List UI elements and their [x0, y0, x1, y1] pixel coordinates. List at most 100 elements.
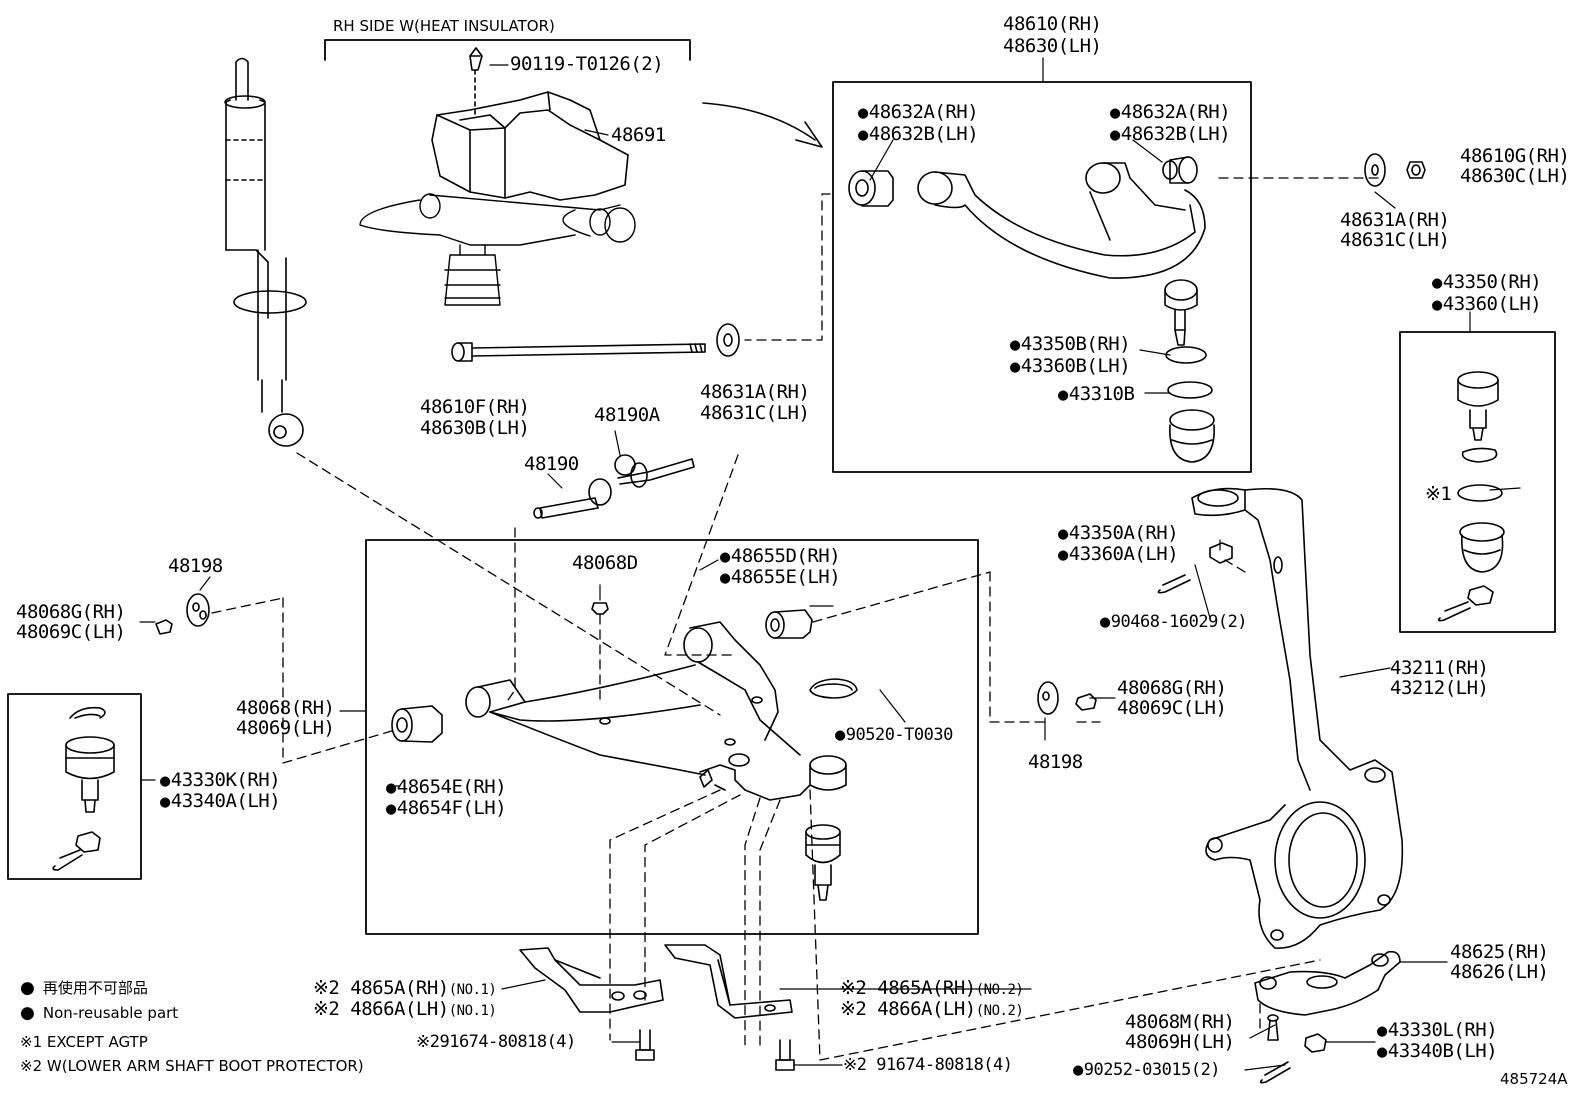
label-90520[interactable]: ●90520-T0030 [835, 725, 953, 745]
label-43330K[interactable]: ●43330K(RH) [160, 770, 281, 791]
label-4865A-no1-suffix: (NO.1) [448, 982, 497, 998]
label-48631C-mid[interactable]: 48631C(LH) [700, 402, 810, 424]
label-48655D[interactable]: ●48655D(RH) [720, 546, 841, 567]
steering-knuckle [1157, 487, 1404, 949]
label-48632B-left-text: 48632B(LH) [868, 123, 979, 145]
label-43350A[interactable]: ●43350A(RH) [1058, 523, 1179, 544]
label-48069[interactable]: 48069(LH) [236, 717, 335, 739]
label-48068G-right[interactable]: 48068G(RH) [1117, 677, 1227, 699]
arrow [702, 102, 823, 148]
label-43330L-text: 43330L(RH) [1387, 1019, 1498, 1041]
header-title: RH SIDE W(HEAT INSULATOR) [333, 17, 555, 35]
label-48198-left[interactable]: 48198 [168, 555, 223, 577]
dashed-connectors [211, 177, 1379, 1061]
label-48068M[interactable]: 48068M(RH) [1125, 1011, 1235, 1033]
label-48198-right[interactable]: 48198 [1028, 751, 1083, 773]
label-43360A-text: 43360A(LH) [1068, 543, 1179, 565]
label-48630B[interactable]: 48630B(LH) [420, 417, 530, 439]
label-48632A-right[interactable]: ●48632A(RH) [1110, 102, 1231, 123]
label-43330L[interactable]: ●43330L(RH) [1377, 1019, 1498, 1041]
label-43350[interactable]: ●43350(RH) [1432, 271, 1542, 293]
label-48632B-right[interactable]: ●48632B(LH) [1110, 124, 1231, 145]
label-48068G-left[interactable]: 48068G(RH) [16, 601, 126, 623]
legend-note2: ※2 W(LOWER ARM SHAFT BOOT PROTECTOR) [20, 1057, 364, 1075]
non-reusable-marker: ● [1073, 1060, 1083, 1080]
label-48631C-right[interactable]: 48631C(LH) [1340, 229, 1450, 251]
non-reusable-marker: ● [1110, 103, 1120, 123]
label-48632A-left[interactable]: ●48632A(RH) [858, 101, 979, 123]
label-48190A[interactable]: 48190A [594, 404, 660, 426]
label-90252[interactable]: ●90252-03015(2) [1073, 1060, 1221, 1080]
label-48068D[interactable]: 48068D [572, 552, 638, 574]
label-4865A-no1[interactable]: ※2 4865A(RH)(NO.1) [313, 977, 497, 1000]
label-48655E-text: 48655E(LH) [730, 566, 841, 588]
label-48610[interactable]: 48610(RH) [1003, 13, 1102, 35]
label-4865A-no2-suffix: (NO.2) [975, 982, 1024, 998]
label-43350B-text: 43350B(RH) [1020, 333, 1131, 355]
non-reusable-marker: ● [1010, 335, 1020, 355]
ball-joint-box-right [1399, 331, 1556, 633]
legend-marker: ● [20, 978, 35, 998]
bushings [391, 609, 813, 743]
label-48626[interactable]: 48626(LH) [1450, 961, 1549, 983]
label-4866A-no1-text: ※2 4866A(LH) [313, 998, 449, 1020]
non-reusable-marker: ● [858, 125, 868, 145]
label-48625[interactable]: 48625(RH) [1450, 941, 1549, 963]
label-90119[interactable]: 90119-T0126(2) [510, 53, 664, 75]
group-boxes [7, 39, 1556, 935]
knuckle-arm [1254, 950, 1401, 1084]
label-43360-text: 43360(LH) [1442, 293, 1542, 315]
label-48654F[interactable]: ●48654F(LH) [386, 798, 507, 819]
non-reusable-marker: ● [1058, 385, 1068, 405]
label-4866A-no2[interactable]: ※2 4866A(LH)(NO.2) [840, 999, 1024, 1021]
label-43211[interactable]: 43211(RH) [1390, 657, 1489, 679]
non-reusable-marker: ● [835, 725, 845, 745]
label-90468[interactable]: ●90468-16029(2) [1100, 612, 1248, 632]
non-reusable-marker: ● [1377, 1042, 1387, 1062]
upper-arm [848, 156, 1206, 279]
label-91674-a[interactable]: ※291674-80818(4) [416, 1032, 576, 1052]
label-48069H[interactable]: 48069H(LH) [1125, 1031, 1235, 1053]
label-43360[interactable]: ●43360(LH) [1432, 293, 1542, 315]
label-43350B[interactable]: ●43350B(RH) [1010, 333, 1131, 355]
label-43212[interactable]: 43212(LH) [1390, 677, 1489, 699]
label-4865A-no2-text: ※2 4865A(RH) [840, 977, 976, 999]
label-48069C-left[interactable]: 48069C(LH) [16, 621, 126, 643]
label-4866A-no2-suffix: (NO.2) [975, 1003, 1024, 1019]
label-48610G[interactable]: 48610G(RH) [1460, 145, 1570, 167]
label-48632B-left[interactable]: ●48632B(LH) [858, 123, 979, 145]
non-reusable-marker: ● [160, 771, 170, 791]
label-4866A-no1[interactable]: ※2 4866A(LH)(NO.1) [313, 998, 497, 1021]
lower-ball-joint [805, 824, 841, 901]
legend-en-text: Non-reusable part [42, 1004, 179, 1022]
label-43350-text: 43350(RH) [1442, 271, 1542, 293]
legend-jp: ●再使用不可部品 [20, 977, 148, 998]
label-48190[interactable]: 48190 [524, 453, 579, 475]
label-43340A[interactable]: ●43340A(LH) [160, 791, 281, 812]
label-43360B[interactable]: ●43360B(LH) [1010, 356, 1131, 377]
label-48655E[interactable]: ●48655E(LH) [720, 566, 841, 588]
label-43310B[interactable]: ●43310B [1058, 384, 1135, 405]
label-48068[interactable]: 48068(RH) [236, 697, 335, 719]
label-48631A-mid[interactable]: 48631A(RH) [700, 381, 810, 403]
non-reusable-marker: ● [858, 103, 868, 123]
label-90520-text: 90520-T0030 [845, 725, 954, 745]
label-48630[interactable]: 48630(LH) [1003, 35, 1102, 57]
label-48069C-right[interactable]: 48069C(LH) [1117, 697, 1227, 719]
label-43340B[interactable]: ●43340B(LH) [1377, 1040, 1498, 1062]
label-48632A-left-text: 48632A(RH) [868, 101, 979, 123]
label-48654E[interactable]: ●48654E(RH) [386, 777, 507, 798]
label-48610F[interactable]: 48610F(RH) [420, 396, 530, 418]
label-48691[interactable]: 48691 [611, 124, 666, 146]
label-91674-b[interactable]: ※2 91674-80818(4) [843, 1055, 1013, 1075]
label-48630C[interactable]: 48630C(LH) [1460, 165, 1570, 187]
label-43340B-text: 43340B(LH) [1387, 1040, 1498, 1062]
label-48631A-right[interactable]: 48631A(RH) [1340, 209, 1450, 231]
label-excl1: ※1 [1425, 483, 1452, 505]
label-43360A[interactable]: ●43360A(LH) [1058, 543, 1179, 565]
label-4865A-no2[interactable]: ※2 4865A(RH)(NO.2) [840, 977, 1024, 1000]
label-4865A-no1-text: ※2 4865A(RH) [313, 977, 449, 999]
ball-joint-box-left [7, 693, 142, 880]
